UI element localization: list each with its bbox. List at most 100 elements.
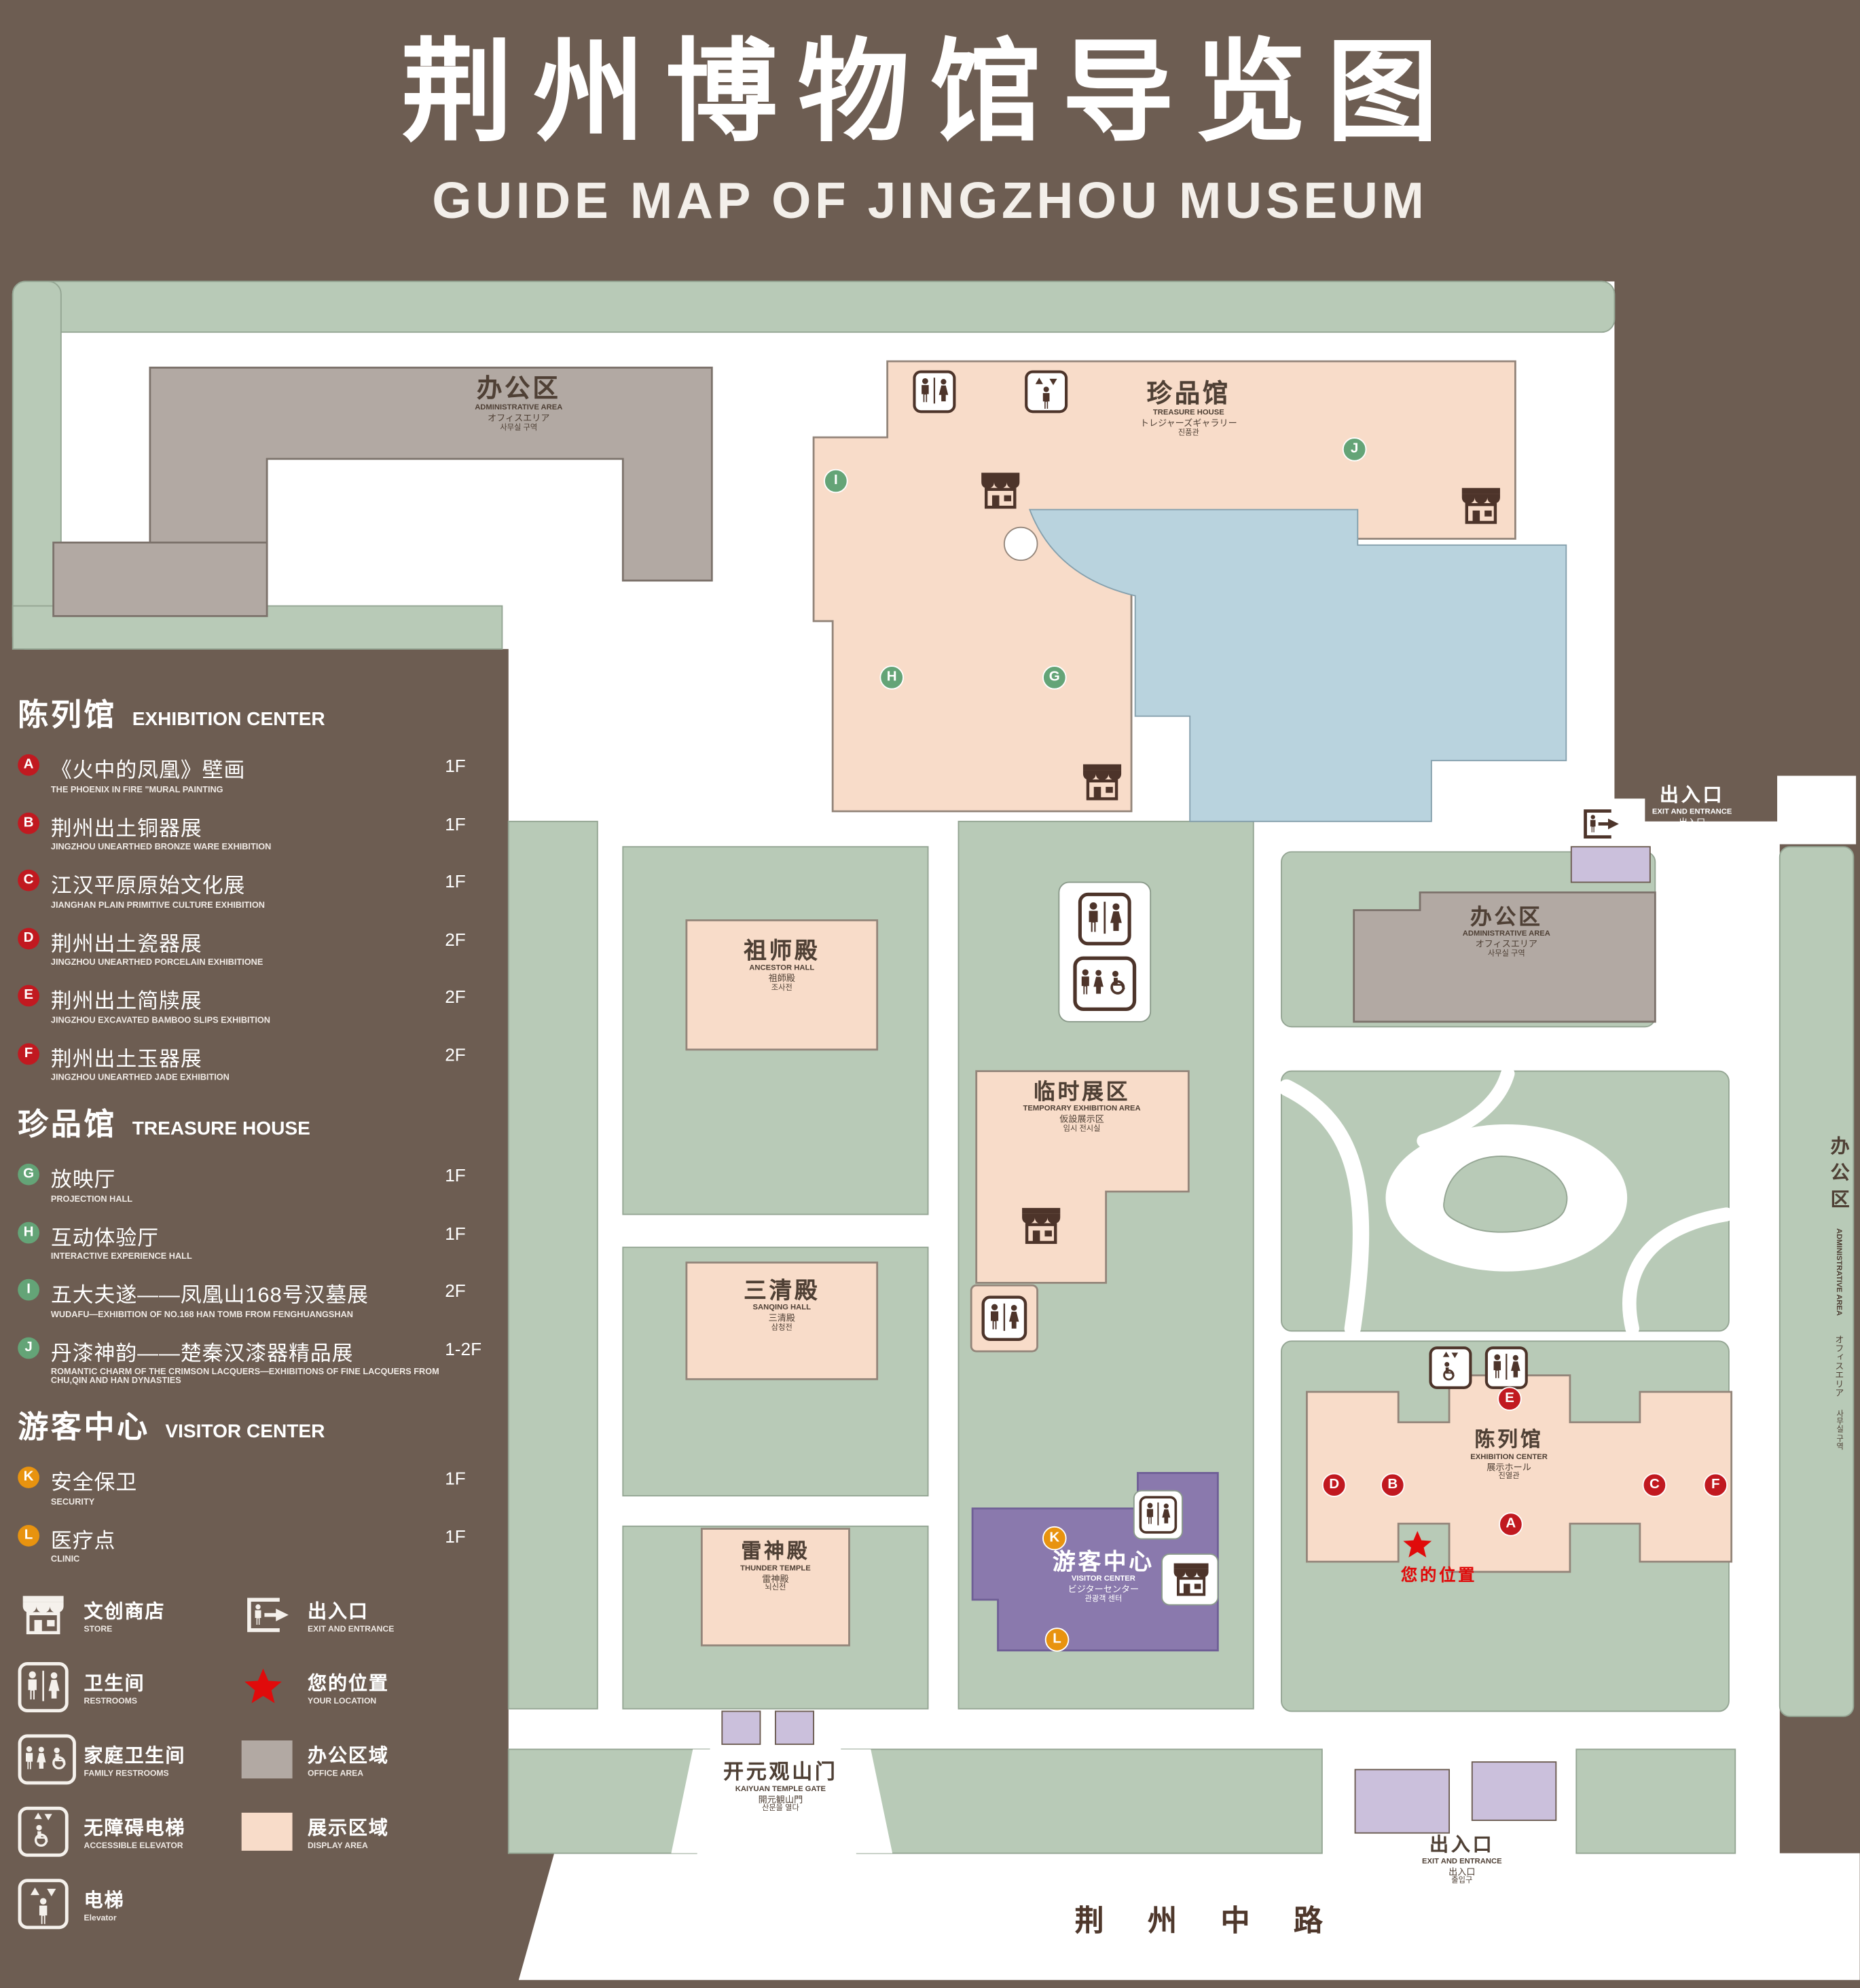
item-floor: 1F xyxy=(445,870,466,891)
map-marker-e: E xyxy=(1497,1386,1522,1411)
section-title-zh: 游客中心 xyxy=(18,1410,150,1446)
pond-island xyxy=(1003,526,1038,562)
exit-icon xyxy=(242,1595,293,1636)
item-en: THE PHOENIX IN FIRE "MURAL PAINTING xyxy=(50,785,223,794)
label-your-location: 您的位置 xyxy=(1400,1565,1478,1585)
location-star-icon xyxy=(244,1668,282,1704)
section-title-en: TREASURE HOUSE xyxy=(132,1118,310,1140)
label-road: 荆 州 中 路 xyxy=(1074,1904,1341,1937)
item-en: ROMANTIC CHARM OF THE CRIMSON LACQUERS—E… xyxy=(50,1367,439,1386)
map-marker-a: A xyxy=(1499,1512,1523,1536)
item-floor: 2F xyxy=(445,1280,466,1301)
item-zh: 荆州出土简牍展 xyxy=(50,990,202,1013)
map-marker-i: I xyxy=(824,468,848,494)
item-en: JINGZHOU EXCAVATED BAMBOO SLIPS EXHIBITI… xyxy=(50,1016,270,1025)
list-item: E 荆州出土简牍展 JINGZHOU EXCAVATED BAMBOO SLIPS… xyxy=(18,984,500,1025)
section-title-zh: 珍品馆 xyxy=(18,1107,117,1143)
item-en: JIANGHAN PLAIN PRIMITIVE CULTURE EXHIBIT… xyxy=(50,900,265,910)
item-zh: 荆州出土瓷器展 xyxy=(50,932,202,955)
item-floor: 1F xyxy=(445,1525,466,1546)
item-floor: 2F xyxy=(445,1044,466,1065)
elevator-icon xyxy=(18,1879,69,1930)
title-english: GUIDE MAP OF JINGZHOU MUSEUM xyxy=(432,173,1428,229)
item-zh: 《火中的凤凰》壁画 xyxy=(50,759,246,782)
pond xyxy=(1028,509,1567,822)
marker-f-badge: F xyxy=(18,1042,40,1065)
title-chinese: 荆州博物馆导览图 xyxy=(401,29,1459,155)
item-zh: 荆州出土玉器展 xyxy=(50,1048,202,1071)
restroom-icon xyxy=(1487,1348,1527,1388)
map-marker-g: G xyxy=(1042,665,1067,690)
item-en: JINGZHOU UNEARTHED JADE EXHIBITION xyxy=(50,1073,230,1083)
gate-door-right xyxy=(774,1710,815,1745)
marker-l-badge: L xyxy=(18,1524,40,1546)
map-marker-b: B xyxy=(1380,1473,1405,1497)
office-area-swatch xyxy=(241,1740,293,1779)
marker-e-badge: E xyxy=(18,984,40,1007)
item-zh: 安全保卫 xyxy=(50,1471,138,1495)
temporary-exhibition-building xyxy=(975,1070,1190,1284)
marker-g-badge: G xyxy=(18,1163,40,1185)
family-restroom-icon xyxy=(1075,958,1134,1009)
item-floor: 1F xyxy=(445,813,466,834)
family-restroom-icon xyxy=(18,1734,76,1785)
map-marker-l: L xyxy=(1044,1627,1070,1652)
item-zh: 互动体验厅 xyxy=(50,1226,159,1249)
elevator-icon xyxy=(1026,372,1066,412)
label-admin-right: 办公区ADMINISTRATIVE AREA オフィスエリア사무실 구역 xyxy=(1827,1136,1850,1450)
item-en: INTERACTIVE EXPERIENCE HALL xyxy=(50,1252,192,1262)
map-marker-k: K xyxy=(1042,1526,1067,1551)
map-marker-j: J xyxy=(1342,437,1367,462)
page-title: 荆州博物馆导览图 GUIDE MAP OF JINGZHOU MUSEUM xyxy=(0,0,1860,231)
section-title-en: EXHIBITION CENTER xyxy=(132,708,325,731)
item-floor: 1F xyxy=(445,755,466,776)
accessible-elevator-icon xyxy=(1431,1348,1471,1388)
marker-j-badge: J xyxy=(18,1336,40,1359)
section-title-zh: 陈列馆 xyxy=(18,698,117,733)
marker-d-badge: D xyxy=(18,927,40,949)
section-exhibition-center: 陈列馆 EXHIBITION CENTER xyxy=(18,690,500,734)
item-floor: 2F xyxy=(445,986,466,1007)
restroom-icon xyxy=(914,372,954,412)
section-visitor-center: 游客中心 VISITOR CENTER xyxy=(18,1402,500,1446)
restroom-icon xyxy=(983,1297,1025,1340)
list-item: F 荆州出土玉器展 JINGZHOU UNEARTHED JADE EXHIBIT… xyxy=(18,1042,500,1083)
item-floor: 1F xyxy=(445,1164,466,1185)
item-en: SECURITY xyxy=(50,1497,95,1507)
gate-door-left xyxy=(721,1710,761,1745)
restroom-icon xyxy=(18,1662,69,1713)
section-treasure-house: 珍品馆 TREASURE HOUSE xyxy=(18,1099,500,1143)
item-zh: 放映厅 xyxy=(50,1168,116,1192)
section-title-en: VISITOR CENTER xyxy=(165,1420,325,1443)
restroom-icon xyxy=(1140,1497,1175,1532)
gate-plaza xyxy=(671,1749,893,1854)
road xyxy=(518,1853,1860,1981)
bottom-exit-structure-left xyxy=(1354,1769,1451,1834)
item-en: PROJECTION HALL xyxy=(50,1194,133,1204)
